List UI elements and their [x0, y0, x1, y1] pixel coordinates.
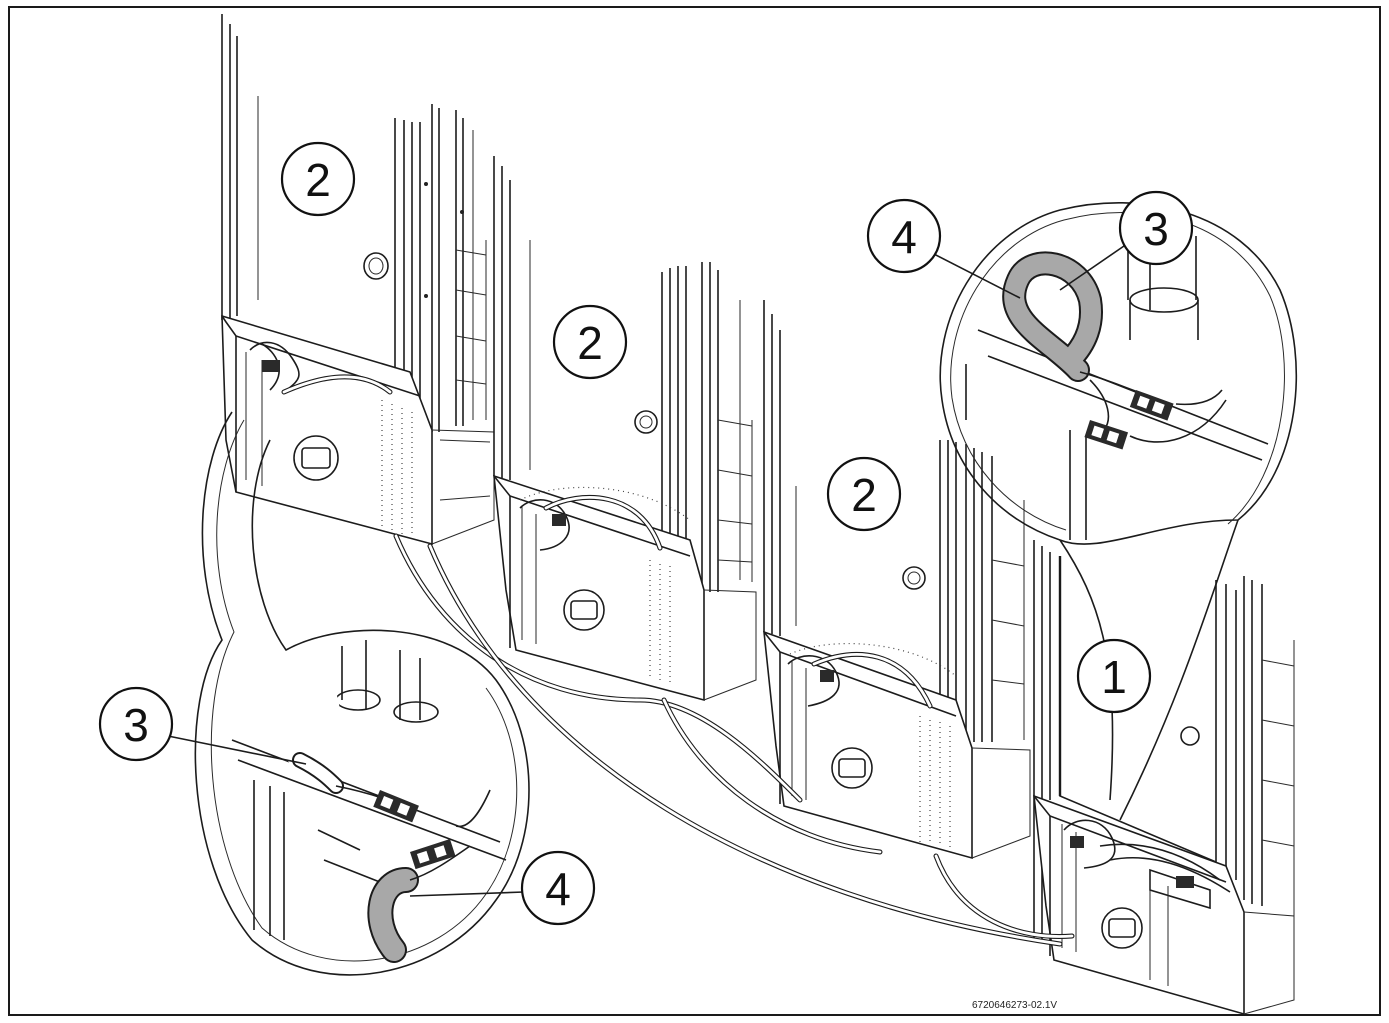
callout-4-bottom-left: 4	[409, 850, 596, 926]
svg-text:2: 2	[577, 317, 603, 369]
svg-text:2: 2	[305, 154, 331, 206]
boiler-unit-right	[763, 300, 1031, 860]
figure-frame	[8, 6, 1381, 1016]
boiler-unit-middle	[493, 156, 757, 702]
callout-3-top-right: 3	[1059, 190, 1194, 291]
boiler-unit-left	[221, 14, 495, 546]
bus-cables	[393, 533, 1075, 947]
boiler-unit-master	[1033, 540, 1295, 1016]
callout-2-middle: 2	[552, 304, 628, 380]
detail-magnifier-bottom-left	[194, 411, 530, 976]
callout-2-top-left: 2	[280, 141, 356, 217]
callout-2-right-middle: 2	[826, 456, 902, 532]
callout-4-top-right: 4	[866, 198, 1021, 299]
svg-text:3: 3	[123, 699, 149, 751]
svg-text:3: 3	[1143, 203, 1169, 255]
callout-3-bottom-left: 3	[98, 686, 307, 765]
svg-text:4: 4	[891, 211, 917, 263]
svg-text:1: 1	[1101, 651, 1127, 703]
figure-code: 6720646273-02.1V	[972, 1000, 1057, 1011]
detail-magnifier-top-right	[939, 201, 1298, 821]
svg-text:4: 4	[545, 863, 571, 915]
callout-1-master: 1	[1076, 638, 1152, 714]
svg-text:2: 2	[851, 469, 877, 521]
